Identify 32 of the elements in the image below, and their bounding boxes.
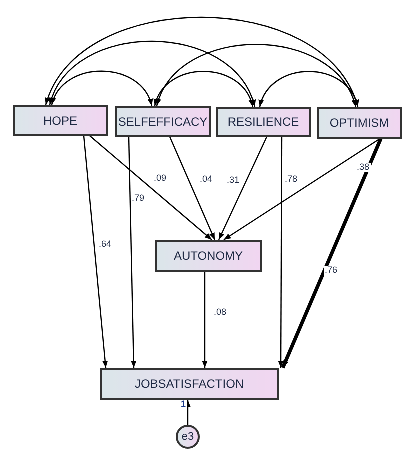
edge-label: .38 [356, 163, 371, 172]
variable-box: SELFEFFICACY [115, 106, 211, 137]
edge-label: .76 [324, 266, 339, 275]
covariance-arrow [156, 44, 357, 108]
path-arrow [169, 136, 216, 240]
covariance-arrow [259, 71, 359, 108]
path-arrow [90, 136, 212, 240]
variable-box: AUTONOMY [155, 240, 262, 272]
covariance-arrow [51, 70, 153, 106]
variable-box: JOBSATISFACTION [100, 368, 279, 400]
edge-label: .79 [131, 194, 146, 203]
edge-label: 1 [180, 400, 188, 409]
path-arrow [281, 138, 383, 369]
variable-box: OPTIMISM [317, 107, 402, 139]
path-arrow [218, 136, 268, 240]
path-arrow [278, 137, 284, 368]
path-arrow [224, 138, 380, 240]
edge-label: .78 [284, 175, 299, 184]
edge-label: .09 [153, 174, 168, 183]
edge-label: .64 [98, 240, 113, 249]
path-arrow [202, 272, 208, 368]
edge-label: .31 [226, 176, 241, 185]
covariance-arrow [49, 40, 256, 108]
path-arrow [83, 136, 108, 368]
edge-label: .08 [213, 308, 228, 317]
variable-box: RESILIENCE [216, 107, 311, 137]
edge-label: .04 [199, 175, 214, 184]
covariance-arrow [45, 17, 359, 108]
covariance-arrow [154, 71, 254, 108]
path-arrow [128, 136, 137, 368]
variable-box: HOPE [13, 105, 108, 136]
path-arrow [185, 400, 191, 425]
